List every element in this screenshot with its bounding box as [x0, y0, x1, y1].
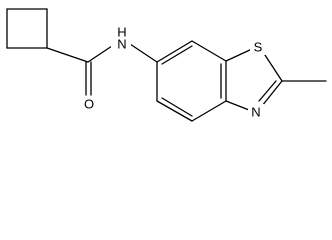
benzene-ring [156, 40, 227, 122]
bond-bz-2 [191, 40, 227, 62]
carbonyl-double-bond [85, 61, 92, 96]
amide-hydrogen-label: H [117, 25, 126, 40]
bond-cb-to-carbonyl [46, 47, 89, 63]
chemical-structure: H N O S N [6, 8, 327, 122]
amide-nitrogen-label: N [117, 37, 126, 52]
bond-c2-n3-inner [258, 80, 277, 102]
thiazole-ring [225, 48, 283, 111]
bond-bz-5-inner [161, 97, 193, 117]
cyclobutane-ring [6, 8, 48, 49]
bond-bz-1 [156, 40, 193, 63]
bond-c2-n3 [261, 80, 283, 107]
bond-bz-4 [191, 100, 227, 122]
bond-n-to-aryl [129, 43, 158, 63]
bond-carbonyl-to-n [87, 43, 116, 63]
ring-nitrogen-label: N [251, 105, 260, 120]
bond-n3-c3a [225, 100, 250, 111]
bond-s-c2 [262, 51, 283, 82]
bond-c7a-s [225, 48, 253, 62]
ring-sulfur-label: S [254, 40, 263, 55]
bond-bz-1-inner [161, 45, 193, 65]
bond-bz-5 [156, 100, 193, 122]
atom-labels: H N O S N [81, 25, 266, 120]
carbonyl-oxygen-label: O [84, 97, 94, 112]
